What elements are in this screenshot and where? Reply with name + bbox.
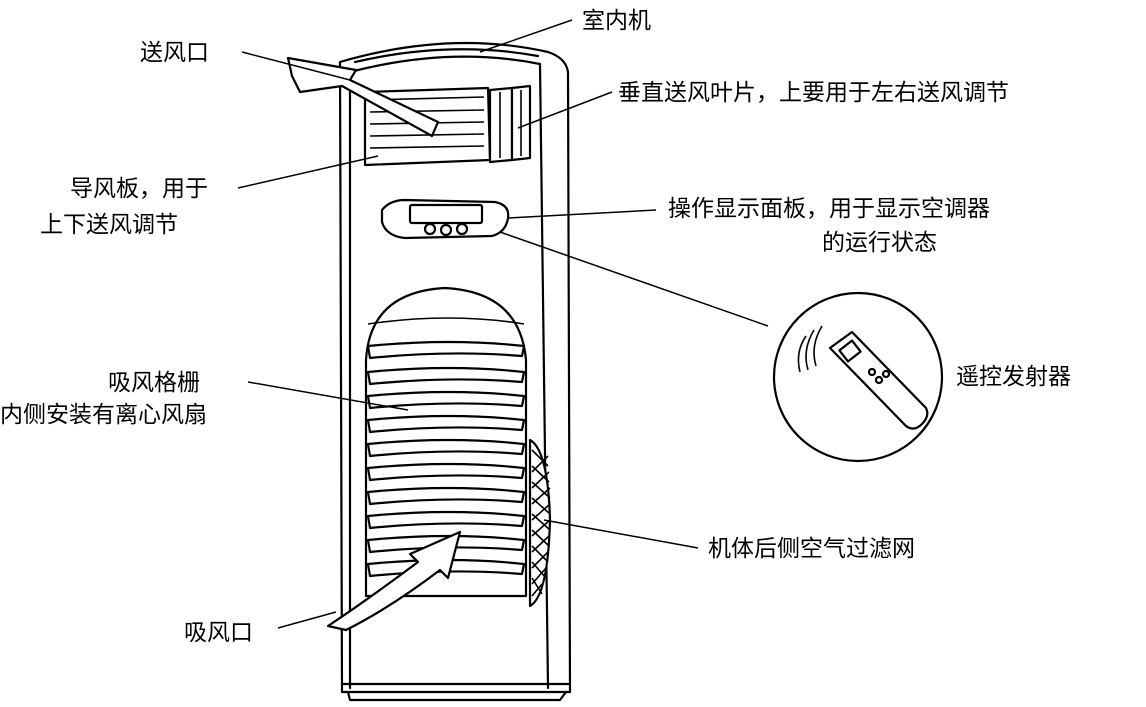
air-flow-arrow-in — [326, 530, 462, 632]
label-air-inlet: 吸风口 — [184, 620, 253, 646]
label-air-outlet: 送风口 — [140, 40, 209, 66]
label-grille-line2: 内侧安装有离心风扇 — [0, 402, 207, 428]
labels: 室内机 送风口 垂直送风叶片，上要用于左右送风调节 导风板，用于 上下送风调节 … — [0, 8, 1071, 646]
intake-grille — [364, 286, 528, 598]
label-remote: 遥控发射器 — [956, 364, 1071, 390]
signal-wave-icon — [797, 325, 823, 373]
air-flow-arrow-out — [286, 56, 440, 138]
label-panel-line2: 的运行状态 — [822, 230, 937, 256]
label-panel-line1: 操作显示面板，用于显示空调器 — [668, 196, 990, 222]
label-grille-line1: 吸风格栅 — [108, 370, 200, 396]
leader-lines — [237, 19, 769, 629]
label-indoor-unit: 室内机 — [582, 8, 651, 34]
remote-control-icon — [828, 330, 929, 430]
label-vertical-louver: 垂直送风叶片，上要用于左右送风调节 — [618, 80, 1009, 106]
indoor-unit-drawing — [286, 41, 572, 702]
rear-air-filter — [528, 438, 552, 608]
label-filter: 机体后侧空气过滤网 — [708, 536, 915, 562]
remote-control-callout — [772, 291, 944, 463]
control-panel — [380, 198, 510, 240]
label-deflector-line1: 导风板，用于 — [70, 176, 208, 202]
label-deflector-line2: 上下送风调节 — [40, 212, 178, 238]
